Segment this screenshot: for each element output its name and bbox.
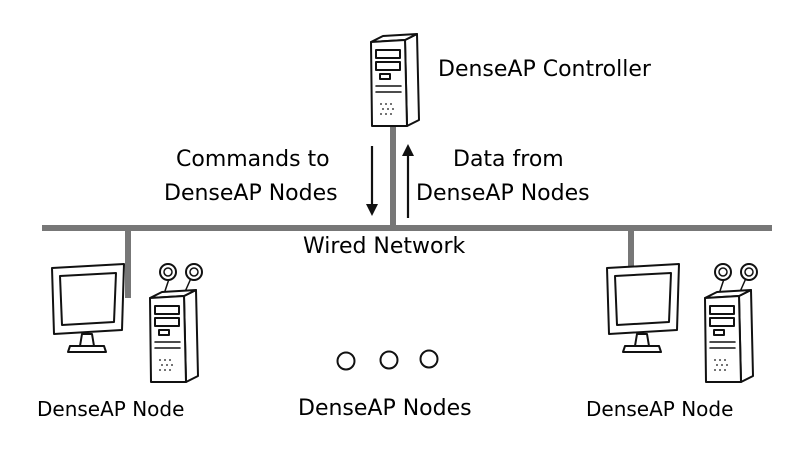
- commands-down-arrow: [366, 146, 378, 216]
- commands-label-line1: Commands to: [176, 147, 330, 172]
- controller-label: DenseAP Controller: [438, 57, 652, 82]
- data-up-arrow: [402, 144, 414, 218]
- commands-label-line2: DenseAP Nodes: [164, 181, 338, 206]
- left-node-label: DenseAP Node: [37, 397, 184, 421]
- controller-server-icon: [370, 33, 420, 127]
- right-node-computer-icon: [607, 264, 757, 382]
- right-node-label: DenseAP Node: [586, 397, 733, 421]
- data-label-line2: DenseAP Nodes: [416, 181, 590, 206]
- ellipsis-circles-icon: [336, 349, 439, 371]
- network-label: Wired Network: [303, 234, 466, 259]
- data-label-line1: Data from: [453, 147, 564, 172]
- middle-nodes-label: DenseAP Nodes: [298, 396, 472, 421]
